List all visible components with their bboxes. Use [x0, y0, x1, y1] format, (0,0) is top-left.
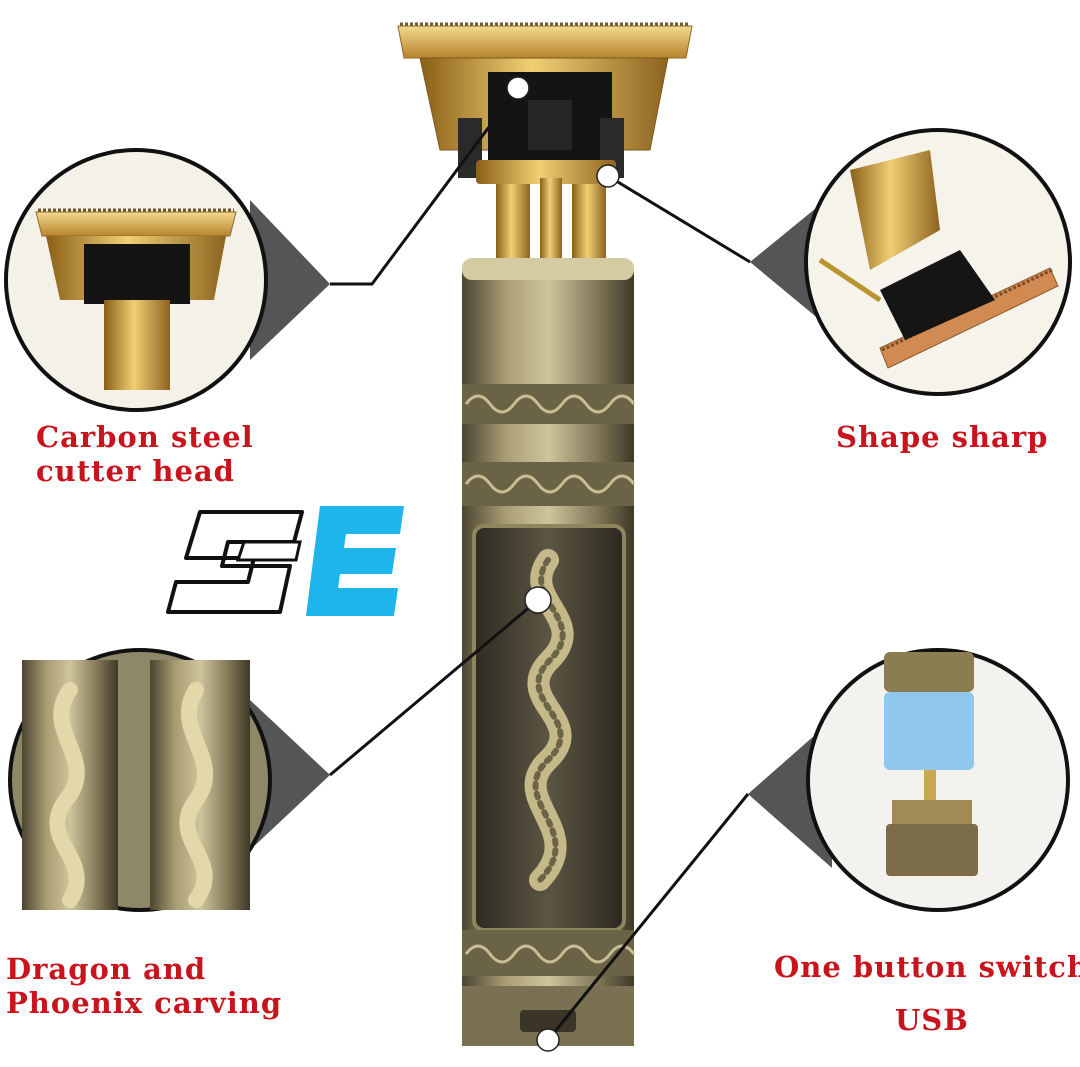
detail-circle-switch: [748, 648, 1070, 912]
handle-body: [462, 258, 636, 1046]
callout-dots: [506, 76, 620, 1052]
cutter-head: [397, 22, 693, 178]
trimmer: [397, 22, 693, 1046]
caption-carving-line-2: Phoenix carving: [6, 986, 283, 1020]
callout-lines: [329, 87, 751, 1041]
caption-carving-line-1: Dragon and: [6, 952, 207, 986]
detail-circle-carving: [8, 648, 330, 912]
detail-circle-cutter-head: [4, 148, 330, 412]
caption-usb: USB: [895, 1003, 969, 1037]
brand-logo: [166, 506, 404, 616]
caption-shape-sharp: Shape sharp: [836, 420, 1049, 454]
gold-neck: [476, 160, 616, 260]
caption-switch: One button switch: [774, 950, 1080, 984]
caption-cutter-head: Carbon steel cutter head: [36, 420, 254, 488]
caption-cutter-head-line-1: Carbon steel: [36, 420, 254, 454]
caption-carving: Dragon and Phoenix carving: [6, 952, 282, 1020]
detail-circle-shape-sharp: [750, 128, 1072, 396]
caption-cutter-head-line-2: cutter head: [36, 454, 235, 488]
